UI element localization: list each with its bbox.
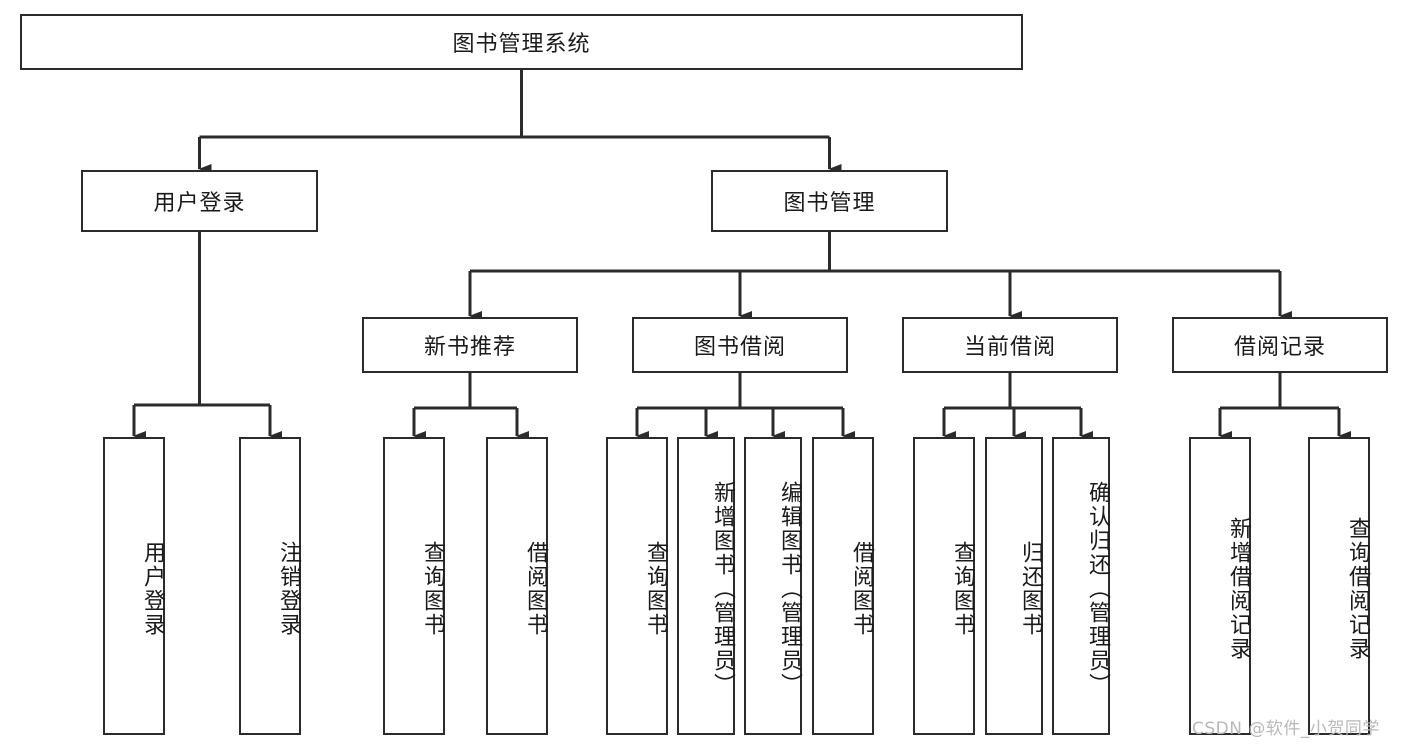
- node-leaf-user-logout-label: 注销登录: [276, 541, 301, 637]
- node-leaf-rec-query-label: 查询图书: [420, 541, 445, 637]
- node-new-book-rec-label: 新书推荐: [423, 335, 516, 360]
- node-root-label: 图书管理系统: [452, 32, 591, 57]
- node-new-book-rec[interactable]: 新书推荐: [362, 317, 578, 373]
- node-leaf-rec-search-label: 查询借阅记录: [1345, 517, 1370, 661]
- node-book-borrow-label: 图书借阅: [693, 335, 786, 360]
- node-leaf-user-logout[interactable]: 注销登录: [239, 437, 301, 735]
- node-current-borrow-label: 当前借阅: [963, 335, 1056, 360]
- node-leaf-borrow-add[interactable]: 新增图书（管理员）: [677, 437, 735, 735]
- node-borrow-record-label: 借阅记录: [1233, 335, 1326, 360]
- node-leaf-cur-confirm-label: 确认归还（管理员）: [1085, 481, 1110, 697]
- node-user-login-label: 用户登录: [153, 191, 246, 216]
- node-borrow-record[interactable]: 借阅记录: [1172, 317, 1388, 373]
- node-leaf-user-login-label: 用户登录: [140, 541, 165, 637]
- node-leaf-borrow-do[interactable]: 借阅图书: [812, 437, 874, 735]
- node-book-manage[interactable]: 图书管理: [711, 170, 948, 232]
- node-leaf-borrow-do-label: 借阅图书: [849, 541, 874, 637]
- node-leaf-rec-search[interactable]: 查询借阅记录: [1308, 437, 1370, 735]
- csdn-watermark: CSDN @软件_小贺同学: [1192, 719, 1380, 739]
- node-leaf-cur-query[interactable]: 查询图书: [913, 437, 975, 735]
- node-leaf-borrow-add-label: 新增图书（管理员）: [710, 481, 735, 697]
- node-leaf-borrow-query[interactable]: 查询图书: [606, 437, 668, 735]
- node-leaf-borrow-query-label: 查询图书: [643, 541, 668, 637]
- node-leaf-cur-return-label: 归还图书: [1018, 541, 1043, 637]
- node-leaf-rec-add-label: 新增借阅记录: [1226, 517, 1251, 661]
- node-leaf-rec-add[interactable]: 新增借阅记录: [1189, 437, 1251, 735]
- node-leaf-rec-borrow[interactable]: 借阅图书: [486, 437, 548, 735]
- node-user-login[interactable]: 用户登录: [81, 170, 318, 232]
- node-book-manage-label: 图书管理: [783, 191, 876, 216]
- node-leaf-cur-query-label: 查询图书: [950, 541, 975, 637]
- node-leaf-cur-return[interactable]: 归还图书: [985, 437, 1043, 735]
- node-book-borrow[interactable]: 图书借阅: [632, 317, 848, 373]
- node-current-borrow[interactable]: 当前借阅: [902, 317, 1118, 373]
- node-root[interactable]: 图书管理系统: [20, 14, 1023, 70]
- node-leaf-borrow-edit-label: 编辑图书（管理员）: [777, 481, 802, 697]
- node-leaf-user-login[interactable]: 用户登录: [103, 437, 165, 735]
- node-leaf-rec-query[interactable]: 查询图书: [383, 437, 445, 735]
- node-leaf-rec-borrow-label: 借阅图书: [523, 541, 548, 637]
- node-leaf-borrow-edit[interactable]: 编辑图书（管理员）: [744, 437, 802, 735]
- node-leaf-cur-confirm[interactable]: 确认归还（管理员）: [1052, 437, 1110, 735]
- edge-paths: [132, 70, 1351, 441]
